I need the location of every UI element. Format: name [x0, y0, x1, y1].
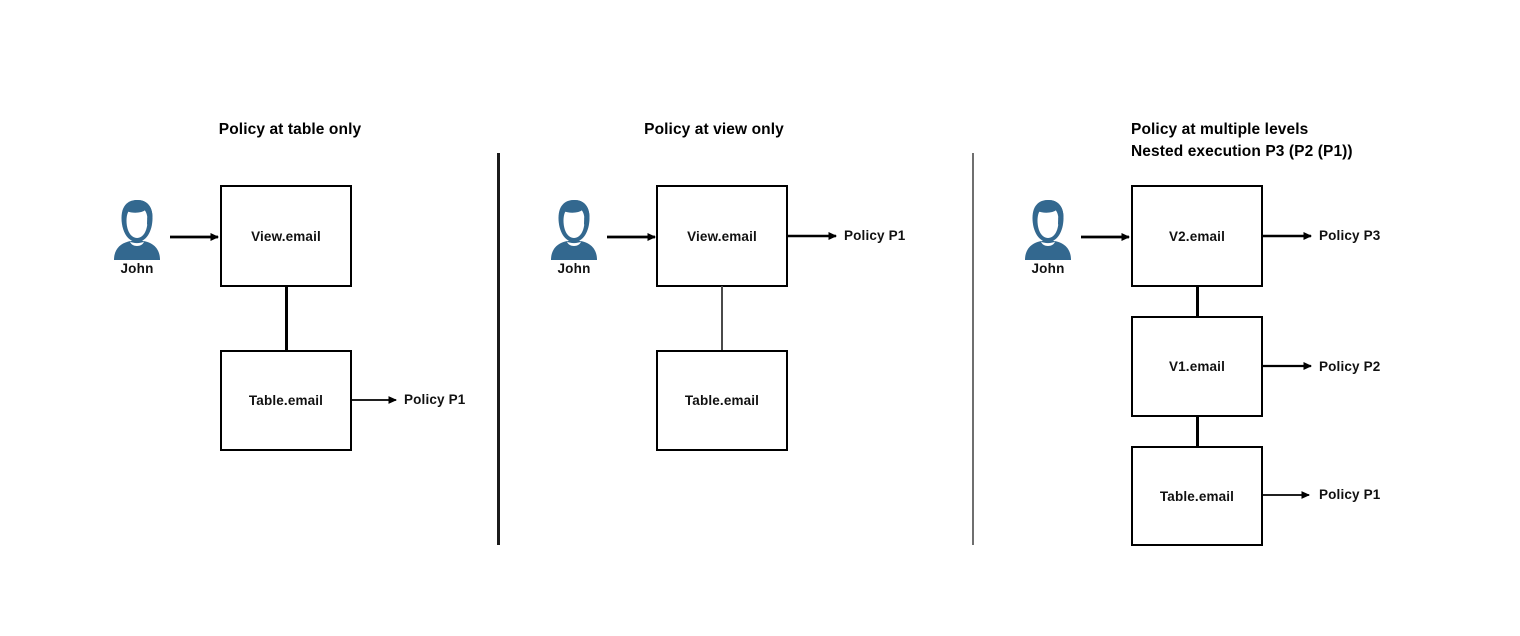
node-label-table-email-panel3: Table.email [1159, 488, 1235, 504]
node-table-email-panel1[interactable]: Table.email [220, 350, 352, 451]
arrow-view-to-policy-panel2 [788, 231, 838, 241]
node-label-view-email-panel1: View.email [251, 228, 321, 244]
arrow-table-to-policy-panel1 [352, 396, 398, 404]
connector-view-to-table-panel2 [721, 286, 723, 352]
node-view-email-panel1[interactable]: View.email [220, 185, 352, 287]
person-avatar-icon [1025, 200, 1071, 260]
policy-label-p3-panel3: Policy P3 [1319, 228, 1381, 243]
node-view-email-panel2[interactable]: View.email [656, 185, 788, 287]
node-label-view-email-panel2: View.email [687, 228, 757, 244]
actor-label-john-panel1: John [120, 261, 154, 276]
panel-divider-2 [972, 153, 974, 545]
arrow-v1-to-policy-panel3 [1263, 361, 1313, 371]
policy-label-p1-panel2: Policy P1 [844, 228, 906, 243]
node-table-email-panel2[interactable]: Table.email [656, 350, 788, 451]
node-v2-email-panel3[interactable]: V2.email [1131, 185, 1263, 287]
policy-label-p1-panel3: Policy P1 [1319, 487, 1381, 502]
policy-label-p1-panel1: Policy P1 [404, 392, 466, 407]
node-label-table-email-panel1: Table.email [248, 393, 324, 408]
arrow-table-to-policy-panel3 [1263, 491, 1311, 499]
panel-title-multiple-levels-line1: Policy at multiple levels [1131, 121, 1309, 138]
actor-john-panel2: John [544, 198, 604, 276]
arrow-john-to-view-panel2 [607, 232, 657, 242]
actor-john-panel3: John [1018, 198, 1078, 276]
actor-john-panel1: John [107, 198, 167, 276]
connector-v2-to-v1-panel3 [1196, 286, 1199, 318]
person-avatar-icon [551, 200, 597, 260]
person-avatar-icon [114, 200, 160, 260]
panel-divider-1 [497, 153, 500, 545]
node-table-email-panel3[interactable]: Table.email [1131, 446, 1263, 546]
panel-title-table-only: Policy at table only [218, 121, 362, 138]
policy-label-p2-panel3: Policy P2 [1319, 359, 1381, 374]
connector-v1-to-table-panel3 [1196, 416, 1199, 448]
node-label-v1-email-panel3: V1.email [1169, 359, 1225, 374]
node-v1-email-panel3[interactable]: V1.email [1131, 316, 1263, 417]
connector-view-to-table-panel1 [285, 286, 288, 352]
node-label-table-email-panel2: Table.email [684, 393, 760, 408]
node-label-v2-email-panel3: V2.email [1169, 228, 1225, 244]
arrow-john-to-view-panel1 [170, 232, 220, 242]
arrow-john-to-v2-panel3 [1081, 232, 1131, 242]
panel-title-multiple-levels-line2: Nested execution P3 (P2 (P1)) [1131, 143, 1353, 160]
arrow-v2-to-policy-panel3 [1263, 231, 1313, 241]
actor-label-john-panel3: John [1031, 261, 1065, 276]
panel-title-view-only: Policy at view only [644, 121, 784, 138]
actor-label-john-panel2: John [557, 261, 591, 276]
